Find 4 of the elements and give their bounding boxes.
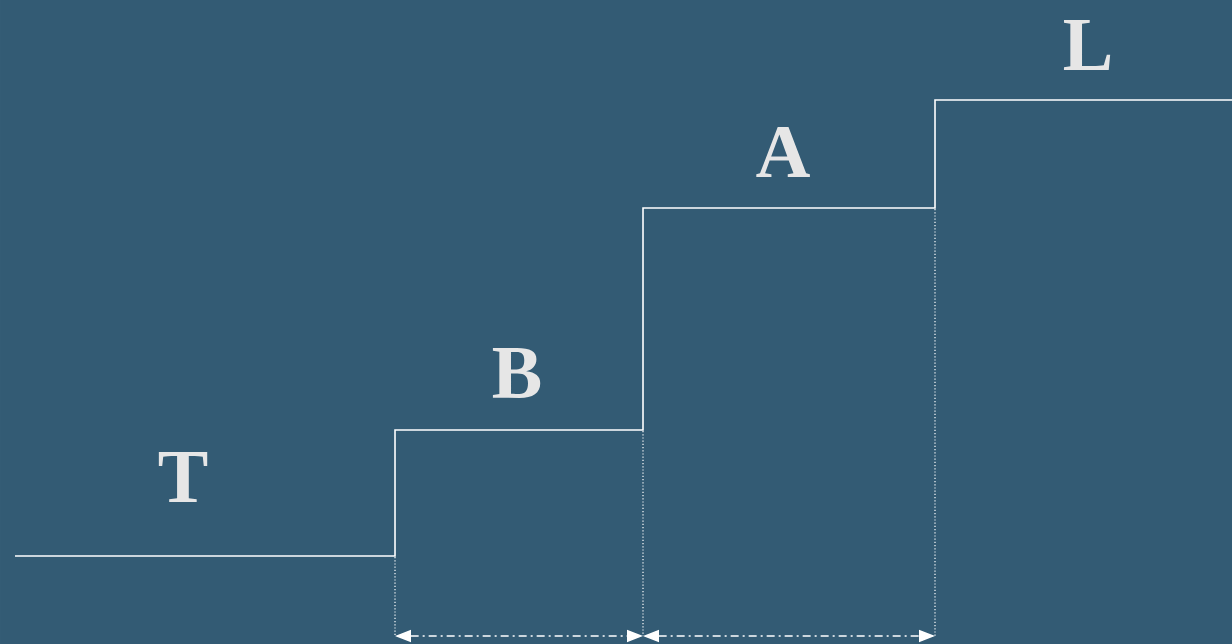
step-label: A: [756, 126, 810, 178]
step-label: L: [1063, 20, 1111, 70]
step-label: T: [158, 452, 208, 502]
step-label: B: [492, 348, 541, 398]
